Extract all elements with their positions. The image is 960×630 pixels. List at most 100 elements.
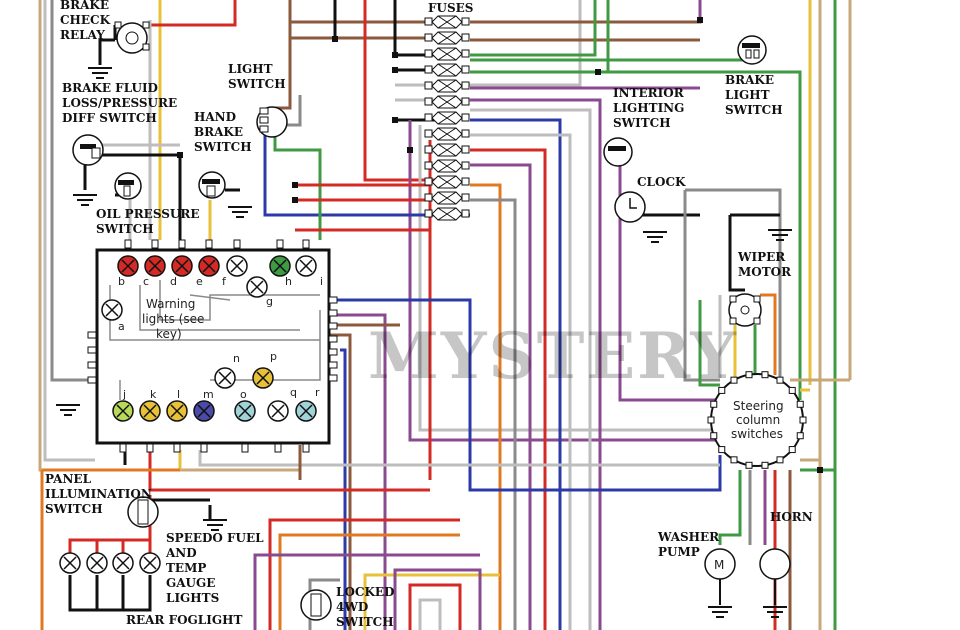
pin (302, 443, 310, 453)
junction-dot (407, 147, 413, 153)
wire (618, 165, 720, 402)
wiper-motor (728, 293, 762, 327)
junction-dot (292, 197, 298, 203)
warning-lamp-yellow (166, 400, 188, 422)
warning-lamp (101, 299, 123, 321)
fuse-terminal (461, 65, 470, 74)
ground-icon (643, 231, 667, 243)
pin (87, 361, 97, 369)
steering-pin (776, 376, 784, 384)
wire (470, 148, 547, 630)
wiper-motor-l1: WIPER (737, 250, 786, 264)
warning-lamp-red (117, 255, 139, 277)
watermark: MYSTERY (368, 319, 738, 394)
wire (418, 598, 442, 630)
wire (98, 38, 115, 65)
oil-pressure-switch (114, 172, 142, 200)
fuse (424, 191, 470, 205)
wire (43, 0, 95, 462)
fuse-terminal (424, 65, 433, 74)
lamp-cross (218, 371, 232, 385)
horn (759, 548, 791, 605)
wire (470, 0, 597, 57)
fuse-terminal (461, 113, 470, 122)
lamp-cross (148, 259, 162, 273)
wire (470, 40, 762, 62)
lamp-cross (250, 280, 264, 294)
junction-dot (392, 67, 398, 73)
brake-check-relay-l3: RELAY (60, 28, 105, 42)
locked-4wd-l1: LOCKED (336, 585, 394, 599)
steering-pin (799, 416, 807, 424)
fuse-link (437, 175, 457, 189)
warning-lamp-yellow (139, 400, 161, 422)
fuse-terminal (461, 49, 470, 58)
rear-foglight-label: REAR FOGLIGHT (126, 613, 242, 627)
warning-lamp-lime (112, 400, 134, 422)
warning-lamp-cyan (234, 400, 256, 422)
wire (38, 0, 300, 472)
fuse-link (437, 207, 457, 221)
lamp-cross (271, 404, 285, 418)
pin (146, 443, 154, 453)
steering-pin (710, 432, 718, 440)
fuse-link (437, 159, 457, 173)
pin (276, 239, 284, 249)
washer-pump-l1: WASHER (657, 530, 720, 544)
brake-light-l3: SWITCH (725, 103, 783, 117)
fuse-link (437, 79, 457, 93)
speedo-l4: GAUGE (166, 576, 215, 590)
wire (470, 163, 532, 630)
panel-letter: m (203, 388, 214, 401)
washer-pump: M (704, 548, 736, 605)
ground-icon (763, 606, 787, 618)
wire (278, 533, 460, 630)
wire (330, 333, 352, 630)
warning-lamp-red (144, 255, 166, 277)
fuse-link (437, 127, 457, 141)
panel-letter: o (240, 388, 247, 401)
junction-dot (292, 182, 298, 188)
lamp-cross (299, 404, 313, 418)
wires (38, 0, 852, 630)
pin (119, 443, 127, 453)
speedo-lamp (59, 552, 81, 574)
panel-illumination-switch (127, 496, 159, 528)
speedo-l2: AND (165, 546, 197, 560)
fuse (424, 175, 470, 189)
fuse-terminal (424, 81, 433, 90)
steering-pin (718, 446, 726, 454)
warning-lamp (295, 255, 317, 277)
fuse-terminal (461, 177, 470, 186)
speedo-l3: TEMP (166, 561, 206, 575)
junctions (177, 17, 823, 473)
fuse-terminal (424, 177, 433, 186)
steering-pin (718, 386, 726, 394)
fuse-terminal (424, 113, 433, 122)
steering-pin (761, 461, 769, 469)
ground-icon (88, 67, 112, 79)
panel-letter: r (315, 386, 320, 399)
motor-m: M (714, 558, 724, 572)
fuse-terminal (461, 145, 470, 154)
fuse (424, 159, 470, 173)
warning-lamp (246, 276, 268, 298)
pin (87, 331, 97, 339)
wire (393, 568, 482, 630)
panel-letter: c (143, 275, 149, 288)
fuse-link (437, 47, 457, 61)
panel-letter: f (222, 275, 227, 288)
junction-dot (392, 52, 398, 58)
brake-light-switch (737, 35, 767, 65)
pin (200, 443, 208, 453)
warning-lamp (267, 400, 289, 422)
locked-4wd-l3: SWITCH (336, 615, 394, 629)
steering-pin (788, 386, 796, 394)
panel-letter: b (118, 275, 125, 288)
fuse-link (437, 95, 457, 109)
junction-dot (392, 117, 398, 123)
lamp-cross (116, 556, 130, 570)
interior-lighting-l2: LIGHTING (613, 101, 684, 115)
pin (328, 348, 338, 356)
warning-lights-line-2: lights (see (142, 312, 204, 326)
